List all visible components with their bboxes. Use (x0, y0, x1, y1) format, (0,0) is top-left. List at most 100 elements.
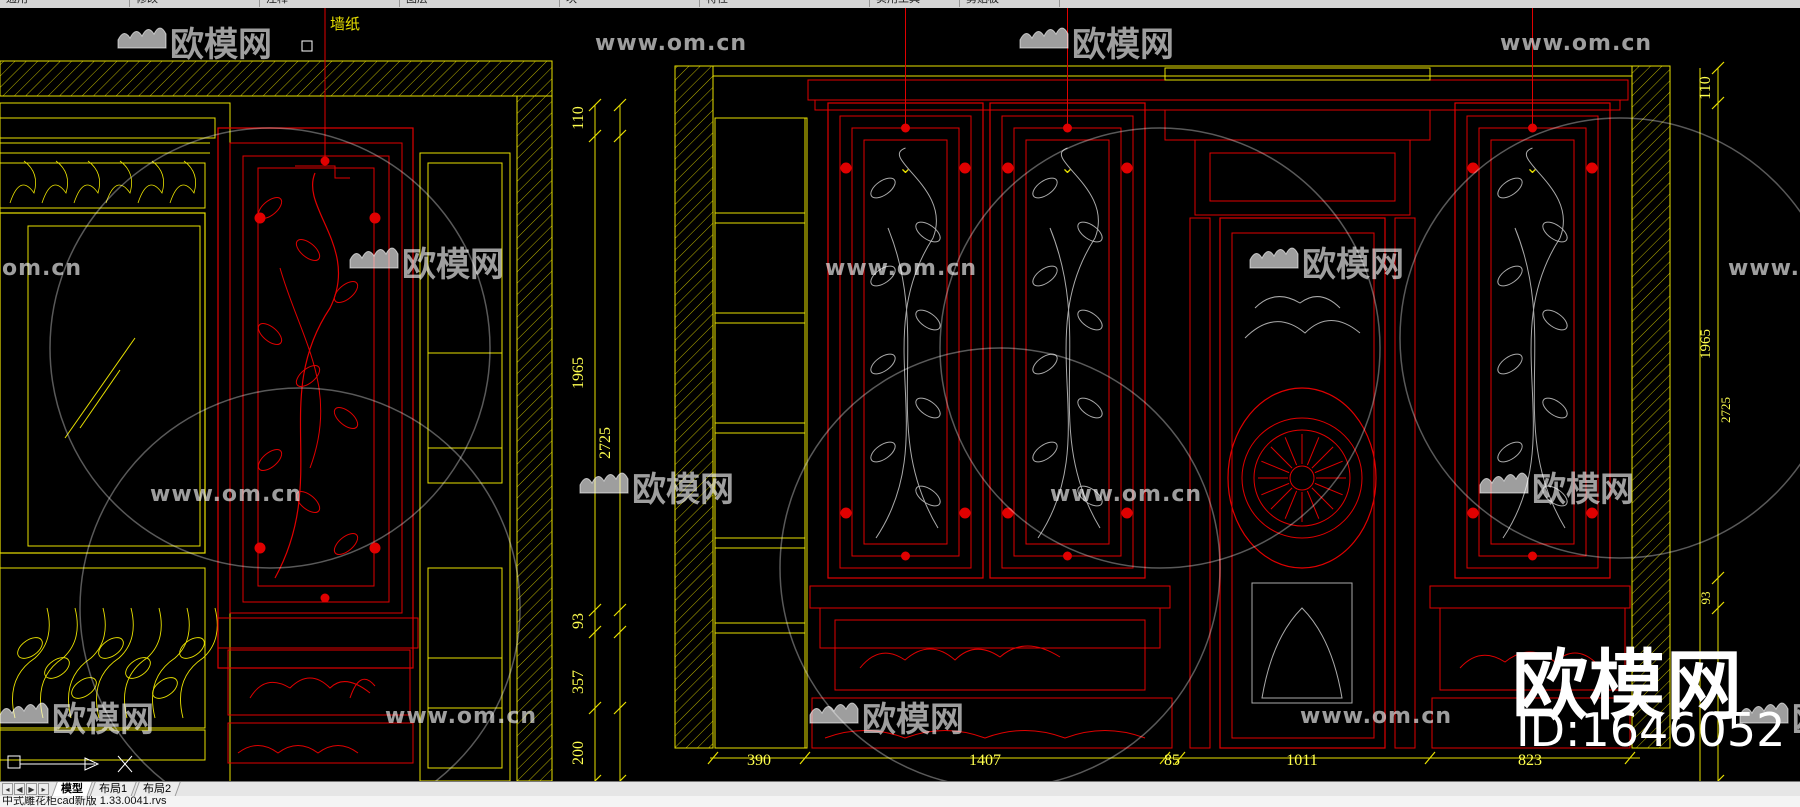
right-vine-leaf-1-5 (1077, 397, 1103, 419)
watermark-arc-2 (779, 347, 1221, 781)
right-vine-leaf-2-6 (1497, 441, 1523, 463)
watermark-url-1: www.om.cn (1500, 31, 1652, 56)
right-vine-leaf-1-7 (1077, 485, 1103, 507)
center-rosette-outer (1241, 417, 1363, 539)
layout-tab-1[interactable]: 布局1 (89, 782, 137, 797)
bottom-dim-text-1: 1407 (969, 752, 1001, 769)
left-corner-ornament-1 (369, 212, 381, 224)
rosette-petal-5 (1284, 490, 1298, 519)
layout-nav-button-3[interactable]: ▸ (38, 783, 49, 795)
center-cloud-2 (1254, 296, 1341, 309)
right-vine-main-0 (875, 147, 937, 539)
right-dim-tick-2 (1711, 571, 1725, 585)
left-base (0, 729, 206, 761)
right-vine-leaf-0-7 (915, 485, 941, 507)
watermark-url-6: www.om.cn (1300, 704, 1452, 729)
left-top-ornament (320, 156, 330, 166)
file-tab[interactable]: 中式雕花柜cad新版 1.33.0041.rvs (0, 796, 1800, 807)
left-lower-vine-5 (152, 607, 190, 719)
right-corner-ornament-1-3 (1121, 507, 1133, 519)
left-drawer-cloud (249, 677, 371, 699)
right-center-post-left (1189, 217, 1211, 749)
rosette-petal-2 (1311, 487, 1334, 510)
right-base-cap-left (809, 585, 1171, 609)
layout-nav-button-0[interactable]: ◂ (2, 783, 13, 795)
rect-14 (814, 99, 1621, 111)
right-vine-leaf-1-3 (1077, 309, 1103, 331)
left-ceiling-hatch (0, 60, 553, 97)
watermark-logo-5: 欧模网 (1532, 470, 1634, 510)
watermark-arc-0 (49, 127, 491, 569)
watermark-logo-0: 欧模网 (170, 25, 272, 65)
watermark-logo-4: 欧模网 (632, 470, 734, 510)
left-band-leaf-2 (73, 160, 101, 204)
right-vine-leaf-1-4 (1032, 353, 1058, 375)
right-base-cap-right (1429, 585, 1631, 609)
left-band-leaf-1 (41, 160, 69, 204)
left-lower-leaf-4 (125, 657, 151, 679)
left-lower-leaf-2 (71, 677, 97, 699)
rosette-petal-6 (1270, 487, 1293, 510)
right-vine-leaf-1-6 (1032, 441, 1058, 463)
ribbon-panel-6[interactable]: 实用工具 (870, 0, 960, 7)
layout-tab-2[interactable]: 布局2 (133, 782, 181, 797)
path-6 (349, 678, 376, 699)
left-dim-tick-2 (588, 603, 602, 617)
ucs-box (7, 755, 21, 769)
layout-nav-button-2[interactable]: ▶ (26, 783, 37, 795)
right-vine-leaf-2-3 (1542, 309, 1568, 331)
watermark-url-9: om.cn (2, 256, 82, 281)
cad-drawing[interactable]: 墙纸1101965272593357200⌄⌄⌄1101965272593390… (0, 8, 1800, 781)
left-dim-total-tick-3 (613, 625, 627, 639)
left-vine-leaf-4 (295, 365, 321, 387)
right-crown-molding (807, 79, 1629, 101)
left-lower-leaf-3 (98, 637, 124, 659)
ribbon-panel-0[interactable]: 通用 (0, 0, 130, 7)
center-rosette-core (1289, 465, 1315, 491)
ribbon-panel-7[interactable]: 剪贴板 (960, 0, 1060, 7)
left-band-leaf-5 (169, 160, 197, 204)
left-vine-leaf-7 (295, 491, 321, 513)
center-oval-frame (1227, 387, 1377, 569)
left-cabinet-top-molding (0, 117, 216, 139)
right-center-post-right (1394, 217, 1416, 749)
ribbon-panel-5[interactable]: 特性 (700, 0, 870, 7)
right-vine-leaf-0-1 (915, 221, 941, 243)
left-lower-leaf-5 (152, 677, 178, 699)
right-corner-ornament-2-3 (1586, 507, 1598, 519)
right-base-drawer-right (1439, 607, 1626, 691)
right-base-drawer-left (834, 619, 1146, 691)
left-red-outer-panel (229, 142, 403, 614)
path-5 (295, 165, 350, 179)
watermark-arc-4 (1399, 117, 1800, 559)
left-dim-total-tick-2 (613, 603, 627, 617)
layout-nav-button-1[interactable]: ◀ (14, 783, 25, 795)
right-dim-text-0: 110 (1697, 76, 1714, 99)
right-door-mid-0 (851, 127, 960, 557)
watermark-logo-7: 欧模网 (52, 700, 154, 740)
right-plinth-right (1431, 697, 1631, 749)
watermark-logo-8: 欧模网 (1792, 700, 1800, 740)
ribbon-panel-3[interactable]: 图层 (400, 0, 560, 7)
watermark-sofa-6 (809, 702, 859, 724)
right-corner-ornament-1-2 (1002, 507, 1014, 519)
left-dim-text-1: 1965 (570, 357, 587, 389)
left-dim-tick-5 (594, 774, 602, 781)
left-dim-text-2: 2725 (597, 427, 614, 459)
right-corner-ornament-0-3 (959, 507, 971, 519)
right-corner-ornament-2-1 (1586, 162, 1598, 174)
right-leader-mark-0: ⌄ (899, 160, 912, 177)
right-top-ornament-2 (1528, 123, 1537, 133)
left-lower-leaf-6 (179, 637, 205, 659)
right-vine-leaf-0-3 (915, 309, 941, 331)
ribbon-panel-4[interactable]: 块 (560, 0, 700, 7)
left-lower-vine-2 (68, 607, 106, 719)
right-vine-leaf-0-6 (870, 441, 896, 463)
right-vine-leaf-2-7 (1542, 485, 1568, 507)
ribbon-panel-1[interactable]: 修改 (130, 0, 260, 7)
left-dim-tick-1 (588, 129, 602, 143)
layout-tab-0[interactable]: 模型 (51, 782, 93, 797)
watermark-sofa-1 (1019, 27, 1069, 49)
ribbon-panel-2[interactable]: 注释 (260, 0, 400, 7)
